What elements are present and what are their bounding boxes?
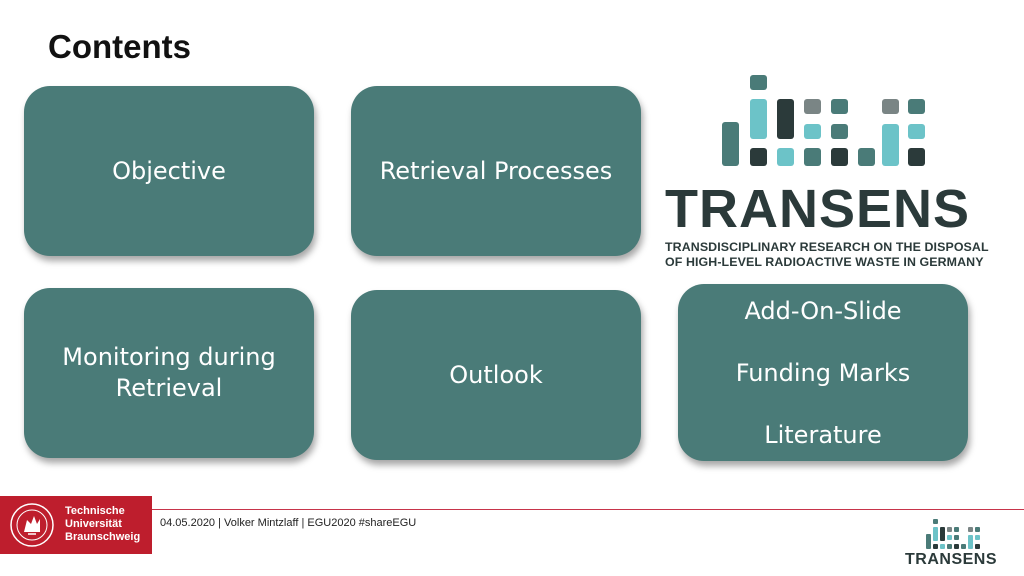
tu-seal-icon [10,503,54,547]
addon-tile[interactable]: Add-On-Slide Funding Marks Literature [678,284,968,461]
slide-title: Contents [48,28,191,65]
transens-logo-word: TRANSENS [665,179,971,239]
funding-marks-label: Funding Marks [735,359,911,387]
transens-mini-word: TRANSENS [905,551,998,568]
tu-name-line1: Technische [65,505,125,517]
addon-slide-label: Add-On-Slide [744,297,902,325]
tu-name: Technische Universität Braunschweig [65,505,140,544]
retrieval-processes-label: Retrieval Processes [379,156,613,185]
outlook-label: Outlook [449,360,543,389]
tu-name-line2: Universität [65,518,122,530]
objective-label: Objective [112,156,226,185]
transens-bars-icon [722,75,925,166]
transens-mini-bars-icon [926,519,980,549]
literature-label: Literature [764,421,882,449]
monitoring-label: Monitoring during Retrieval [62,343,276,402]
retrieval-processes-tile[interactable]: Retrieval Processes [351,86,641,256]
tu-name-line3: Braunschweig [65,531,141,543]
tu-braunschweig-logo: Technische Universität Braunschweig [0,496,152,554]
transens-logo-subtitle: TRANSDISCIPLINARY RESEARCH ON THE DISPOS… [665,240,989,270]
logo-subtitle-line2: OF HIGH-LEVEL RADIOACTIVE WASTE IN GERMA… [665,255,984,269]
logo-subtitle-line1: TRANSDISCIPLINARY RESEARCH ON THE DISPOS… [665,240,989,254]
footer-meta: 04.05.2020 | Volker Mintzlaff | EGU2020 … [160,517,417,529]
outlook-tile[interactable]: Outlook [351,290,641,460]
objective-tile[interactable]: Objective [24,86,314,256]
footer-divider [152,509,1024,510]
monitoring-tile[interactable]: Monitoring during Retrieval [24,288,314,458]
